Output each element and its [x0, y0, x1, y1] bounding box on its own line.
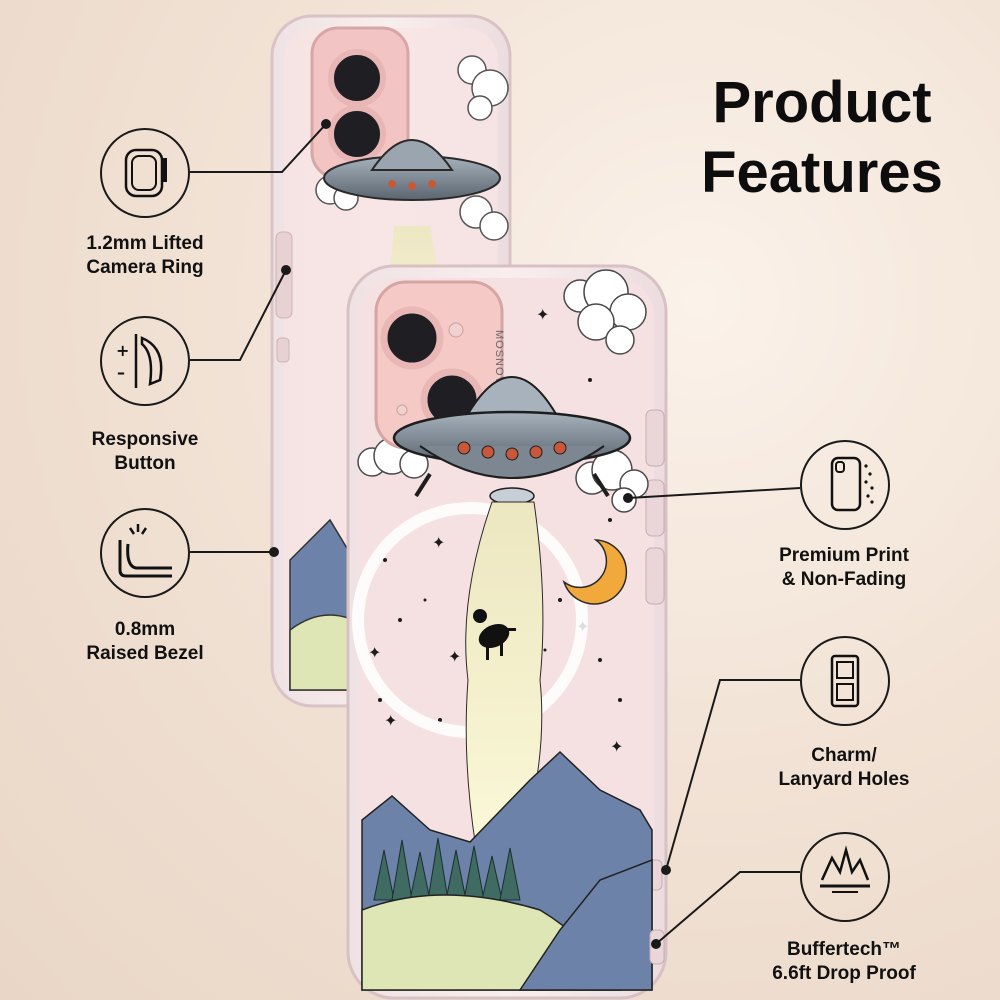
svg-text:✦: ✦	[432, 533, 445, 552]
ufo-illustration	[392, 376, 632, 505]
feature-label-camera-ring: 1.2mm Lifted Camera Ring	[86, 233, 204, 278]
callout-lines	[190, 119, 801, 949]
lanyard-hole-icon	[800, 636, 890, 726]
title-line-1: Product	[712, 70, 932, 135]
svg-text:+: +	[116, 341, 129, 360]
premium-print-icon	[800, 440, 890, 530]
button-press-icon: + –	[100, 316, 190, 406]
camera-ring-icon	[100, 128, 190, 218]
feature-label-raised-bezel: 0.8mm Raised Bezel	[86, 619, 204, 664]
page-title: Product Features	[682, 68, 962, 208]
svg-text:✦: ✦	[368, 643, 381, 662]
raised-bezel-icon	[100, 508, 190, 598]
feature-label-responsive-button: Responsive Button	[91, 429, 199, 474]
svg-text:✦: ✦	[448, 647, 461, 666]
front-phone-case: ✦✦✦ ✦✦✦ ✦ MOSNOVO	[346, 264, 668, 1000]
drop-proof-icon	[800, 832, 890, 922]
cow-illustration	[473, 609, 516, 660]
title-line-2: Features	[701, 140, 943, 205]
svg-text:✦: ✦	[610, 737, 623, 756]
feature-label-lanyard-holes: Charm/ Lanyard Holes	[778, 745, 910, 790]
feature-label-drop-proof: Buffertech™ 6.6ft Drop Proof	[772, 939, 916, 984]
feature-label-premium-print: Premium Print & Non-Fading	[779, 545, 909, 590]
svg-text:–: –	[117, 363, 125, 382]
svg-text:✦: ✦	[384, 711, 397, 730]
svg-text:✦: ✦	[536, 305, 549, 324]
